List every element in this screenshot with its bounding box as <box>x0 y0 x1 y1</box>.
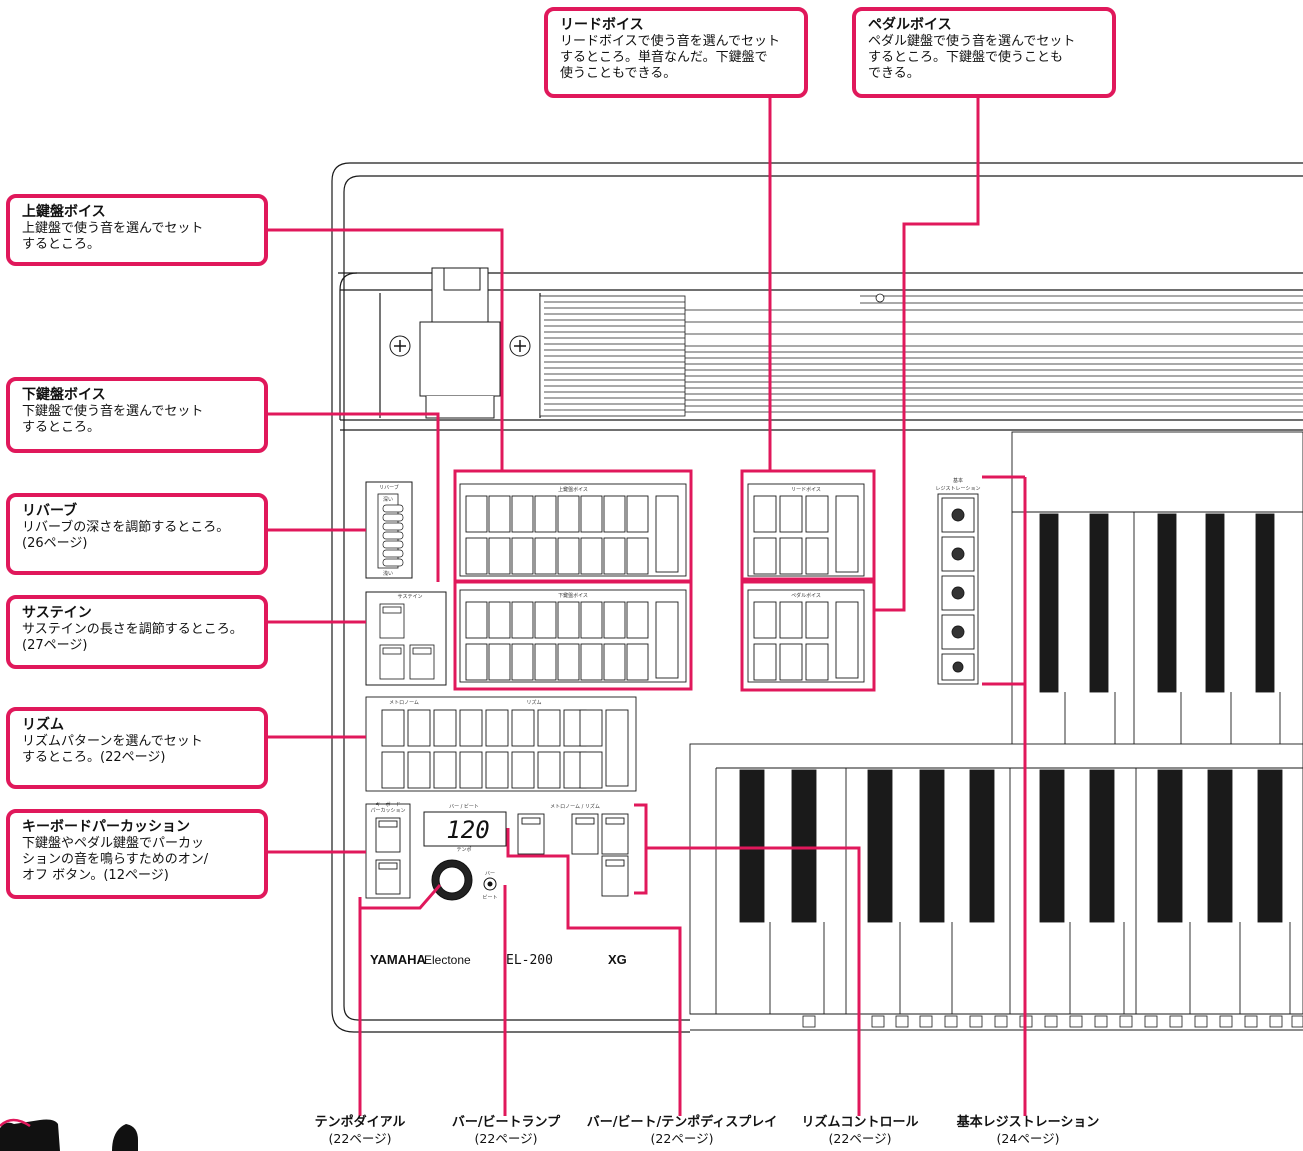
callout-desc: 下鍵盤で使う音を選んでセット <box>22 404 204 419</box>
svg-text:ビート: ビート <box>482 894 497 901</box>
svg-text:レジストレーション: レジストレーション <box>936 486 981 492</box>
speaker-grille <box>539 293 1303 417</box>
rhythm-control-section: メトロノーム / リズム <box>517 803 629 897</box>
svg-text:リズム: リズム <box>526 699 541 706</box>
svg-text:サステイン: サステイン <box>398 594 423 600</box>
callout-lower-voice: 下鍵盤ボイス 下鍵盤で使う音を選んでセット するところ。 <box>6 377 268 453</box>
svg-text:テンポ: テンポ <box>456 846 471 853</box>
callout-desc: 使うこともできる。 <box>560 66 677 81</box>
callout-lead-voice: リードボイス リードボイスで使う音を選んでセット するところ。単音なんだ。下鍵盤… <box>544 7 808 98</box>
callout-title: リードボイス <box>560 17 644 33</box>
callout-desc: するところ。単音なんだ。下鍵盤で <box>560 50 768 65</box>
callout-upper-voice: 上鍵盤ボイス 上鍵盤で使う音を選んでセット するところ。 <box>6 194 268 266</box>
tempo-section: バー / ビート 120 テンポ バー ビート <box>423 803 507 901</box>
reverb-title: リバーブ <box>379 484 399 491</box>
callout-desc: 下鍵盤やペダル鍵盤でパーカッ <box>22 836 205 851</box>
callout-title: 上鍵盤ボイス <box>22 204 106 220</box>
callout-desc: リバーブの深さを調節するところ。 <box>22 520 230 535</box>
svg-text:バー: バー <box>485 871 495 877</box>
lead-voice-section: リードボイス <box>747 483 865 577</box>
label-tempo-dial: テンポダイアル (22ページ) <box>314 1115 406 1146</box>
callout-desc: 上鍵盤で使う音を選んでセット <box>22 221 204 236</box>
callout-desc: オフ ボタン。(12ページ) <box>22 868 169 883</box>
svg-text:深い: 深い <box>383 496 393 503</box>
callout-title: リバーブ <box>22 503 78 519</box>
callout-title: サステイン <box>22 605 92 621</box>
lower-keyboard <box>689 743 1303 1031</box>
callout-desc: サステインの長さを調節するところ。 <box>22 622 243 637</box>
callout-desc: (26ページ) <box>22 536 88 551</box>
basic-registration-section: 基本 レジストレーション <box>936 477 981 685</box>
svg-text:リードボイス: リードボイス <box>791 486 821 493</box>
svg-text:キーボード: キーボード <box>375 801 400 808</box>
label-basic-registration: 基本レジストレーション (24ページ) <box>956 1115 1100 1146</box>
svg-text:上鍵盤ボイス: 上鍵盤ボイス <box>558 486 588 493</box>
callout-desc: リードボイスで使う音を選んでセット <box>560 34 780 49</box>
tempo-display <box>423 811 507 847</box>
callout-desc: するところ。(22ページ) <box>22 750 166 765</box>
callout-sustain: サステイン サステインの長さを調節するところ。 (27ページ) <box>6 595 268 669</box>
callout-pedal-voice: ペダルボイス ペダル鍵盤で使う音を選んでセット するところ。下鍵盤で使うことも … <box>852 7 1116 98</box>
callout-desc: するところ。 <box>22 237 101 252</box>
callout-desc: リズムパターンを選んでセット <box>22 734 203 749</box>
svg-text:浅い: 浅い <box>383 570 393 577</box>
upper-voice-section: 上鍵盤ボイス <box>459 483 687 577</box>
sustain-section: サステイン <box>365 591 447 686</box>
highlight-frames <box>453 469 1025 895</box>
label-rhythm-control: リズムコントロール (22ページ) <box>801 1115 919 1146</box>
svg-text:YAMAHA: YAMAHA <box>370 952 426 967</box>
callout-title: キーボードパーカッション <box>22 819 190 835</box>
mascot-fragment <box>0 1118 138 1151</box>
callout-desc: ペダル鍵盤で使う音を選んでセット <box>868 34 1076 49</box>
svg-text:EL-200: EL-200 <box>506 953 553 968</box>
svg-text:パーカッション: パーカッション <box>370 808 405 814</box>
kbperc-section: キーボード パーカッション <box>365 801 411 899</box>
callout-desc: できる。 <box>868 66 920 81</box>
svg-text:ペダルボイス: ペダルボイス <box>791 592 821 599</box>
leader-lines <box>266 97 1027 1116</box>
upper-keyboard <box>1011 431 1303 763</box>
voice-icon-strip <box>802 1015 1303 1028</box>
svg-text:基本: 基本 <box>953 477 963 484</box>
callout-reverb: リバーブ リバーブの深さを調節するところ。 (26ページ) <box>6 493 268 575</box>
svg-text:メトロノーム: メトロノーム <box>389 700 419 706</box>
rhythm-section: メトロノーム リズム <box>365 696 637 792</box>
callout-keyboard-percussion: キーボードパーカッション 下鍵盤やペダル鍵盤でパーカッ ションの音を鳴らすための… <box>6 809 268 899</box>
callout-title: 下鍵盤ボイス <box>22 387 106 403</box>
label-bar-beat-tempo-display: バー/ビート/テンポディスプレイ (22ページ) <box>586 1115 778 1146</box>
svg-text:XG: XG <box>608 952 627 967</box>
lower-voice-section: 下鍵盤ボイス <box>459 589 687 683</box>
tempo-display-value: 120 <box>446 816 489 844</box>
callout-title: リズム <box>22 717 64 733</box>
brand-row: YAMAHA Electone EL-200 XG <box>370 952 627 968</box>
music-stand-clip <box>389 267 531 419</box>
label-bar-beat-lamp: バー/ビートランプ (22ページ) <box>451 1115 561 1146</box>
callout-rhythm: リズム リズムパターンを選んでセット するところ。(22ページ) <box>6 707 268 789</box>
callout-title: ペダルボイス <box>868 17 952 33</box>
callout-desc: (27ページ) <box>22 638 88 653</box>
pedal-voice-section: ペダルボイス <box>747 589 865 683</box>
svg-text:Electone: Electone <box>424 953 471 967</box>
svg-text:メトロノーム / リズム: メトロノーム / リズム <box>550 803 600 810</box>
svg-text:バー / ビート: バー / ビート <box>449 803 479 810</box>
reverb-section: リバーブ 深い 浅い <box>365 481 413 579</box>
callout-desc: ションの音を鳴らすためのオン/ <box>22 852 209 867</box>
svg-text:下鍵盤ボイス: 下鍵盤ボイス <box>558 592 588 599</box>
callout-desc: するところ。下鍵盤で使うことも <box>868 50 1064 65</box>
callout-desc: するところ。 <box>22 420 101 435</box>
